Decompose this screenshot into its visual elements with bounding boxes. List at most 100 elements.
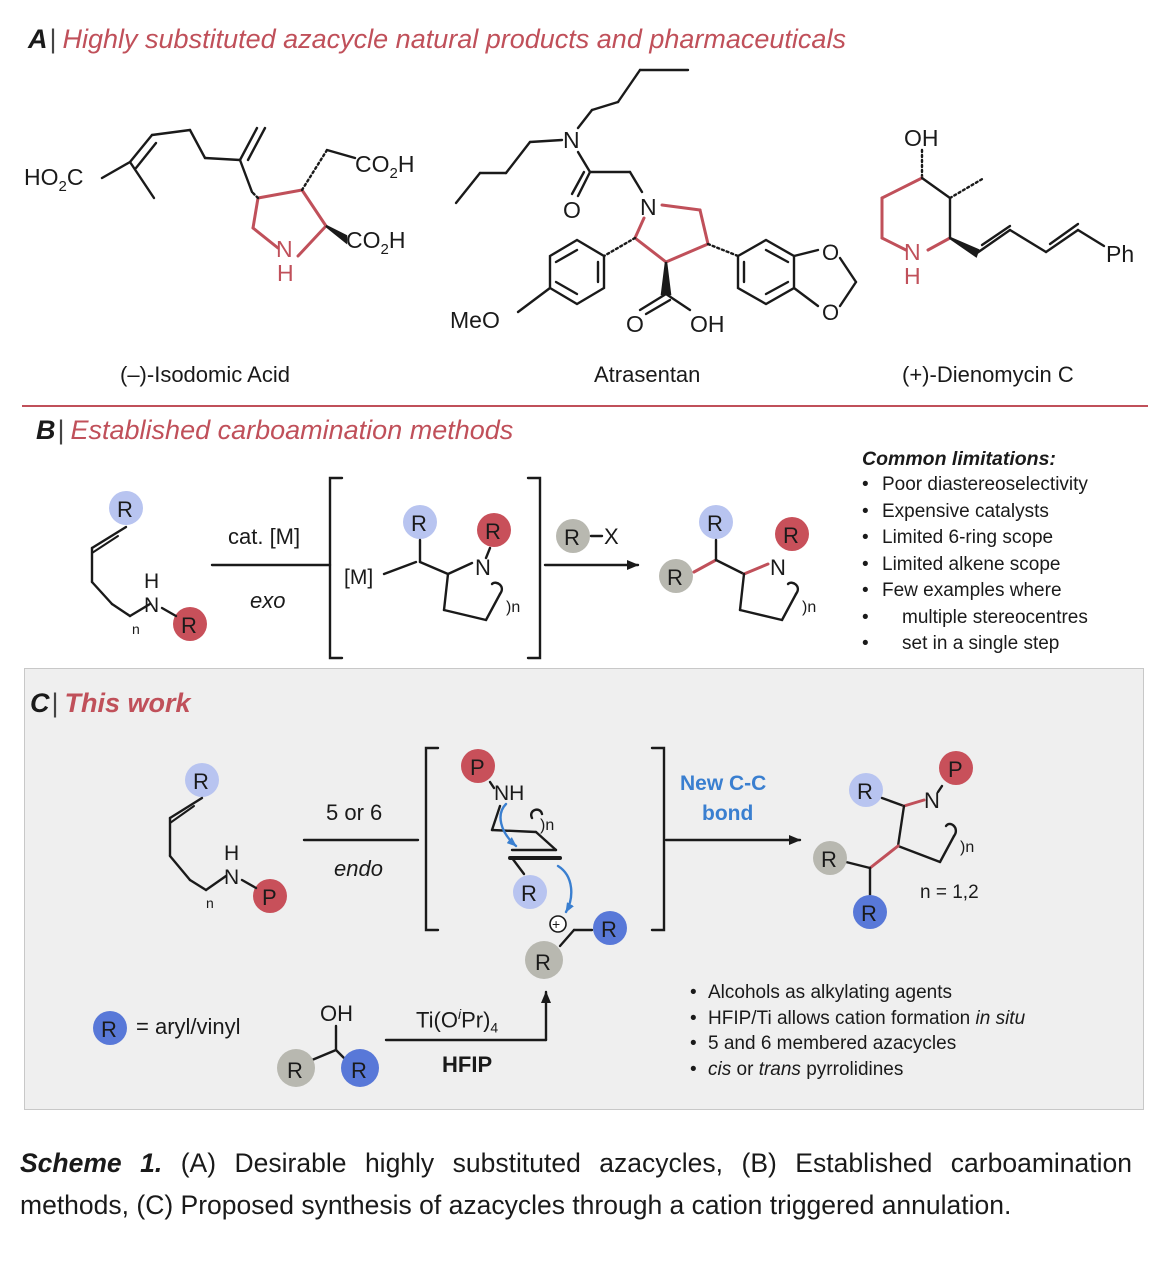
advantage-text: HFIP/Ti allows cation formation: [708, 1007, 976, 1029]
limitation-item: Expensive catalysts: [862, 499, 1088, 526]
limitation-item: Few examples where: [862, 578, 1088, 605]
section-divider-bar: |: [51, 688, 59, 718]
svg-text:H: H: [277, 260, 294, 286]
svg-text:N: N: [924, 788, 940, 813]
svg-text:R: R: [564, 525, 580, 550]
svg-text:n: n: [206, 895, 214, 911]
section-a-title: Highly substituted azacycle natural prod…: [62, 24, 846, 54]
section-b-header: B|Established carboamination methods: [36, 415, 513, 446]
svg-text:[M]: [M]: [344, 566, 373, 589]
advantage-text-italic: cis: [708, 1058, 732, 1080]
advantage-item: cis or trans pyrrolidines: [690, 1057, 1025, 1083]
svg-text:R: R: [667, 565, 683, 590]
svg-text:H: H: [904, 263, 921, 289]
advantage-item: HFIP/Ti allows cation formation in situ: [690, 1006, 1025, 1032]
advantage-text: pyrrolidines: [800, 1058, 904, 1080]
atrasentan-structure: N O N MeO O OH: [450, 68, 858, 337]
svg-text:R: R: [601, 917, 617, 942]
section-divider-bar: |: [57, 415, 65, 445]
section-c-title: This work: [64, 688, 191, 718]
svg-text:)n: )n: [540, 817, 554, 834]
limitation-text: set in a single step: [902, 633, 1060, 654]
advantage-item: Alcohols as alkylating agents: [690, 980, 1025, 1006]
limitation-text: Expensive catalysts: [882, 500, 1049, 522]
ti-reagent-text: Ti(O: [416, 1007, 458, 1033]
svg-text:)n: )n: [802, 599, 816, 616]
svg-text:R: R: [707, 511, 723, 536]
svg-text:R: R: [783, 523, 799, 548]
svg-text:R: R: [117, 497, 133, 522]
svg-text:OH: OH: [904, 125, 939, 151]
hfip-label: HFIP: [442, 1052, 493, 1077]
advantage-text-italic: trans: [758, 1058, 801, 1080]
dienomycin-label: (+)-Dienomycin C: [902, 362, 1074, 387]
scheme-b-condition-bottom: exo: [250, 588, 286, 613]
scheme-b-structures: R H N n R [M] R N )n R: [90, 476, 816, 660]
advantage-item: 5 and 6 membered azacycles: [690, 1031, 1025, 1057]
atrasentan-label: Atrasentan: [594, 362, 701, 387]
limitation-text: multiple stereocentres: [902, 606, 1088, 628]
svg-text:Ph: Ph: [1106, 241, 1134, 267]
svg-text:OH: OH: [690, 311, 725, 337]
svg-text:R: R: [287, 1058, 303, 1083]
svg-text:O: O: [822, 240, 839, 265]
svg-text:N: N: [224, 866, 239, 889]
svg-text:CO2H: CO2H: [346, 227, 405, 258]
r-definition: = aryl/vinyl: [136, 1014, 241, 1039]
svg-text:HO2C: HO2C: [24, 164, 83, 195]
limitation-item: Poor diastereoselectivity: [862, 472, 1088, 499]
caption-text: (A) Desirable highly substituted azacycl…: [20, 1148, 1132, 1220]
section-c-header: C|This work: [30, 688, 191, 719]
dienomycin-structure: OH Ph N H: [880, 125, 1134, 289]
svg-text:R: R: [521, 881, 537, 906]
scheme-c-condition-top: 5 or 6: [326, 800, 383, 825]
scheme-c-structures: R H N n P P NH )n R +: [93, 746, 974, 1087]
section-divider-line: [22, 405, 1148, 407]
svg-text:R: R: [485, 519, 501, 544]
svg-text:X: X: [604, 524, 619, 549]
limitation-item-cont: multiple stereocentres: [862, 605, 1088, 632]
svg-text:P: P: [470, 755, 485, 780]
limitation-text: Limited alkene scope: [882, 553, 1061, 575]
new-bond-label-1: New C-C: [680, 772, 767, 795]
new-bond-label-2: bond: [702, 802, 754, 825]
svg-text:N: N: [475, 555, 491, 580]
svg-text:H: H: [144, 570, 159, 593]
svg-text:H: H: [224, 842, 239, 865]
svg-text:P: P: [948, 757, 963, 782]
advantages-list: Alcohols as alkylating agents HFIP/Ti al…: [690, 980, 1025, 1082]
isodomic-acid-structure: HO2C CO2H CO2H N H: [24, 126, 414, 286]
section-a-header: A|Highly substituted azacycle natural pr…: [28, 24, 846, 55]
svg-text:N: N: [904, 239, 921, 265]
svg-text:N: N: [563, 127, 580, 153]
n-value-label: n = 1,2: [920, 882, 979, 903]
section-a-letter: A: [28, 24, 48, 54]
limitations-list: Poor diastereoselectivity Expensive cata…: [862, 472, 1088, 658]
caption-label: Scheme 1.: [20, 1148, 163, 1178]
scheme-structures: HO2C CO2H CO2H N H N: [24, 68, 1134, 1087]
limitation-item: Limited 6-ring scope: [862, 525, 1088, 552]
limitation-text: Limited 6-ring scope: [882, 527, 1054, 548]
svg-text:R: R: [351, 1058, 367, 1083]
ti-reagent-rest: Pr): [461, 1007, 491, 1033]
svg-text:O: O: [563, 197, 581, 223]
section-b-letter: B: [36, 415, 56, 445]
svg-text:N: N: [276, 236, 293, 262]
advantage-text: 5 and 6 membered azacycles: [708, 1033, 957, 1054]
svg-text:R: R: [535, 950, 551, 975]
svg-text:O: O: [626, 311, 644, 337]
svg-text:R: R: [857, 779, 873, 804]
svg-text:+: +: [552, 916, 560, 932]
limitation-text: Poor diastereoselectivity: [882, 474, 1088, 495]
svg-text:NH: NH: [494, 782, 524, 805]
svg-text:N: N: [770, 555, 786, 580]
svg-text:)n: )n: [960, 839, 974, 856]
svg-text:N: N: [640, 194, 657, 220]
svg-text:R: R: [181, 613, 197, 638]
advantage-text: Alcohols as alkylating agents: [708, 982, 952, 1003]
scheme-caption: Scheme 1. (A) Desirable highly substitut…: [20, 1142, 1132, 1226]
svg-text:N: N: [144, 594, 159, 617]
svg-text:)n: )n: [506, 599, 520, 616]
limitation-text: Few examples where: [882, 580, 1062, 601]
svg-text:CO2H: CO2H: [355, 151, 414, 182]
